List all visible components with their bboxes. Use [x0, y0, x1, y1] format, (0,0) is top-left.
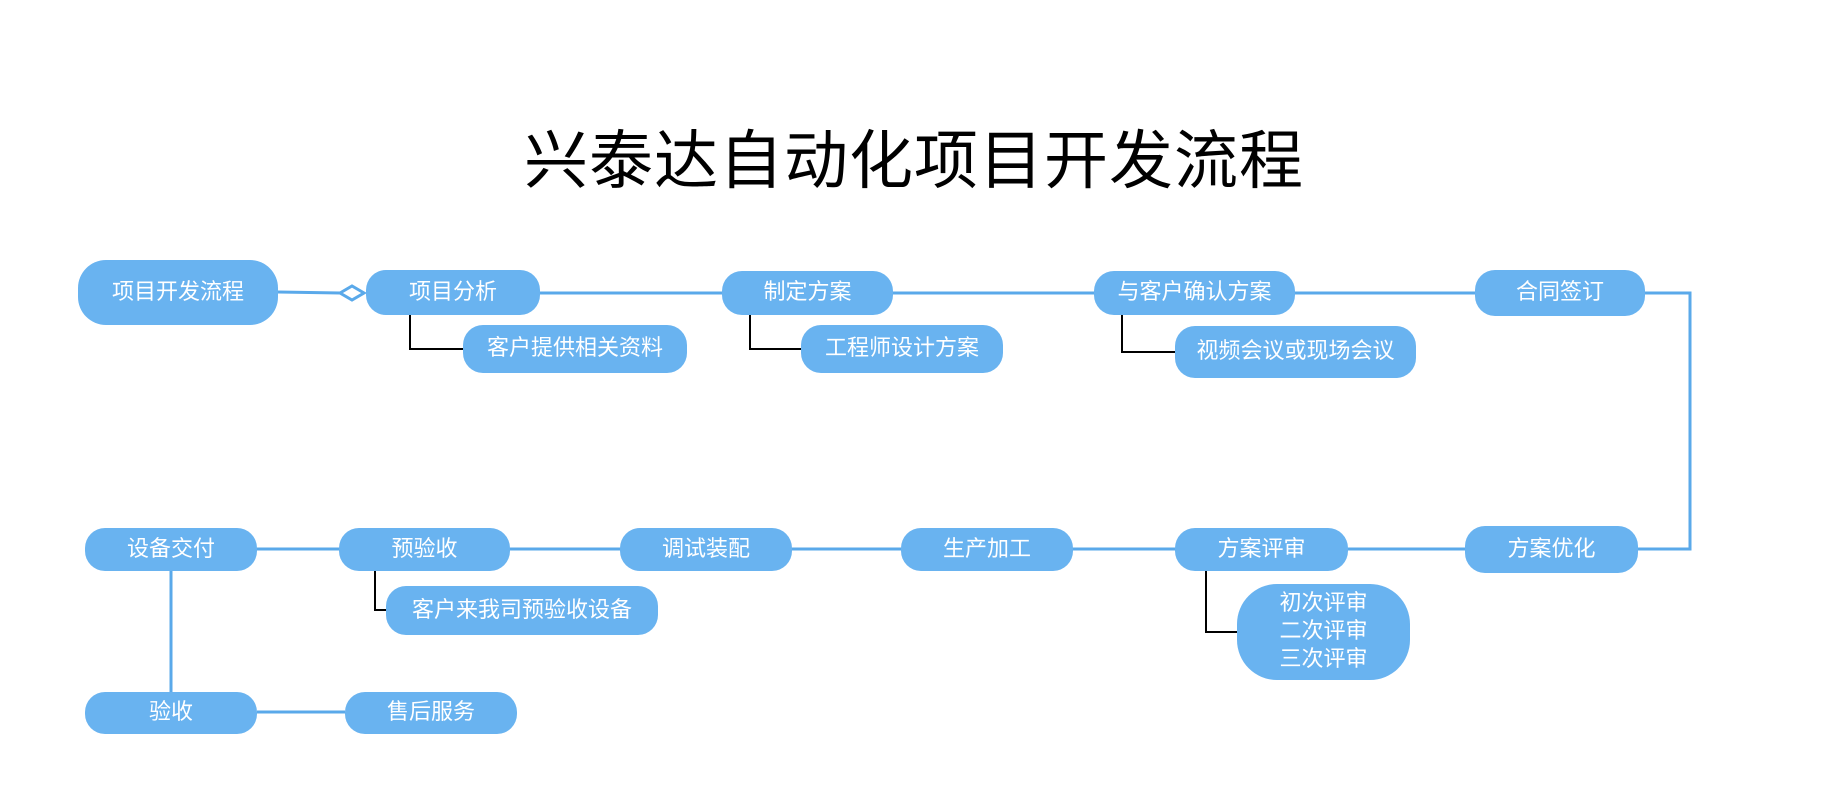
- node-analysis[interactable]: 项目分析: [366, 270, 540, 315]
- node-production[interactable]: 生产加工: [901, 528, 1073, 571]
- node-confirm[interactable]: 与客户确认方案: [1094, 271, 1295, 315]
- branch-plan: [749, 315, 801, 350]
- branch-review: [1205, 571, 1237, 633]
- node-contract[interactable]: 合同签订: [1475, 270, 1645, 316]
- node-analysis-sub[interactable]: 客户提供相关资料: [463, 325, 687, 373]
- node-accept[interactable]: 验收: [85, 692, 257, 734]
- node-review-sub[interactable]: 初次评审 二次评审 三次评审: [1237, 584, 1410, 680]
- branch-preaccept: [374, 571, 386, 611]
- connector-root-analysis: [277, 290, 341, 295]
- node-plan[interactable]: 制定方案: [722, 271, 893, 315]
- diamond-marker-icon: [337, 284, 367, 302]
- review-sub-second: 二次评审: [1279, 619, 1368, 644]
- page-title: 兴泰达自动化项目开发流程: [524, 125, 1304, 199]
- branch-confirm: [1121, 315, 1175, 353]
- connector-contract-optimize: [1638, 291, 1692, 551]
- node-preaccept[interactable]: 预验收: [339, 528, 510, 571]
- review-sub-first: 初次评审: [1279, 591, 1368, 616]
- node-debug[interactable]: 调试装配: [620, 528, 792, 571]
- branch-analysis: [409, 315, 463, 350]
- node-plan-sub[interactable]: 工程师设计方案: [801, 325, 1003, 373]
- node-review[interactable]: 方案评审: [1175, 528, 1348, 571]
- node-root[interactable]: 项目开发流程: [78, 260, 278, 325]
- node-confirm-sub[interactable]: 视频会议或现场会议: [1175, 326, 1416, 378]
- node-preaccept-sub[interactable]: 客户来我司预验收设备: [386, 586, 658, 635]
- node-optimize[interactable]: 方案优化: [1465, 526, 1638, 573]
- node-after-sales[interactable]: 售后服务: [345, 692, 517, 734]
- review-sub-third: 三次评审: [1279, 647, 1368, 672]
- node-delivery[interactable]: 设备交付: [85, 528, 257, 571]
